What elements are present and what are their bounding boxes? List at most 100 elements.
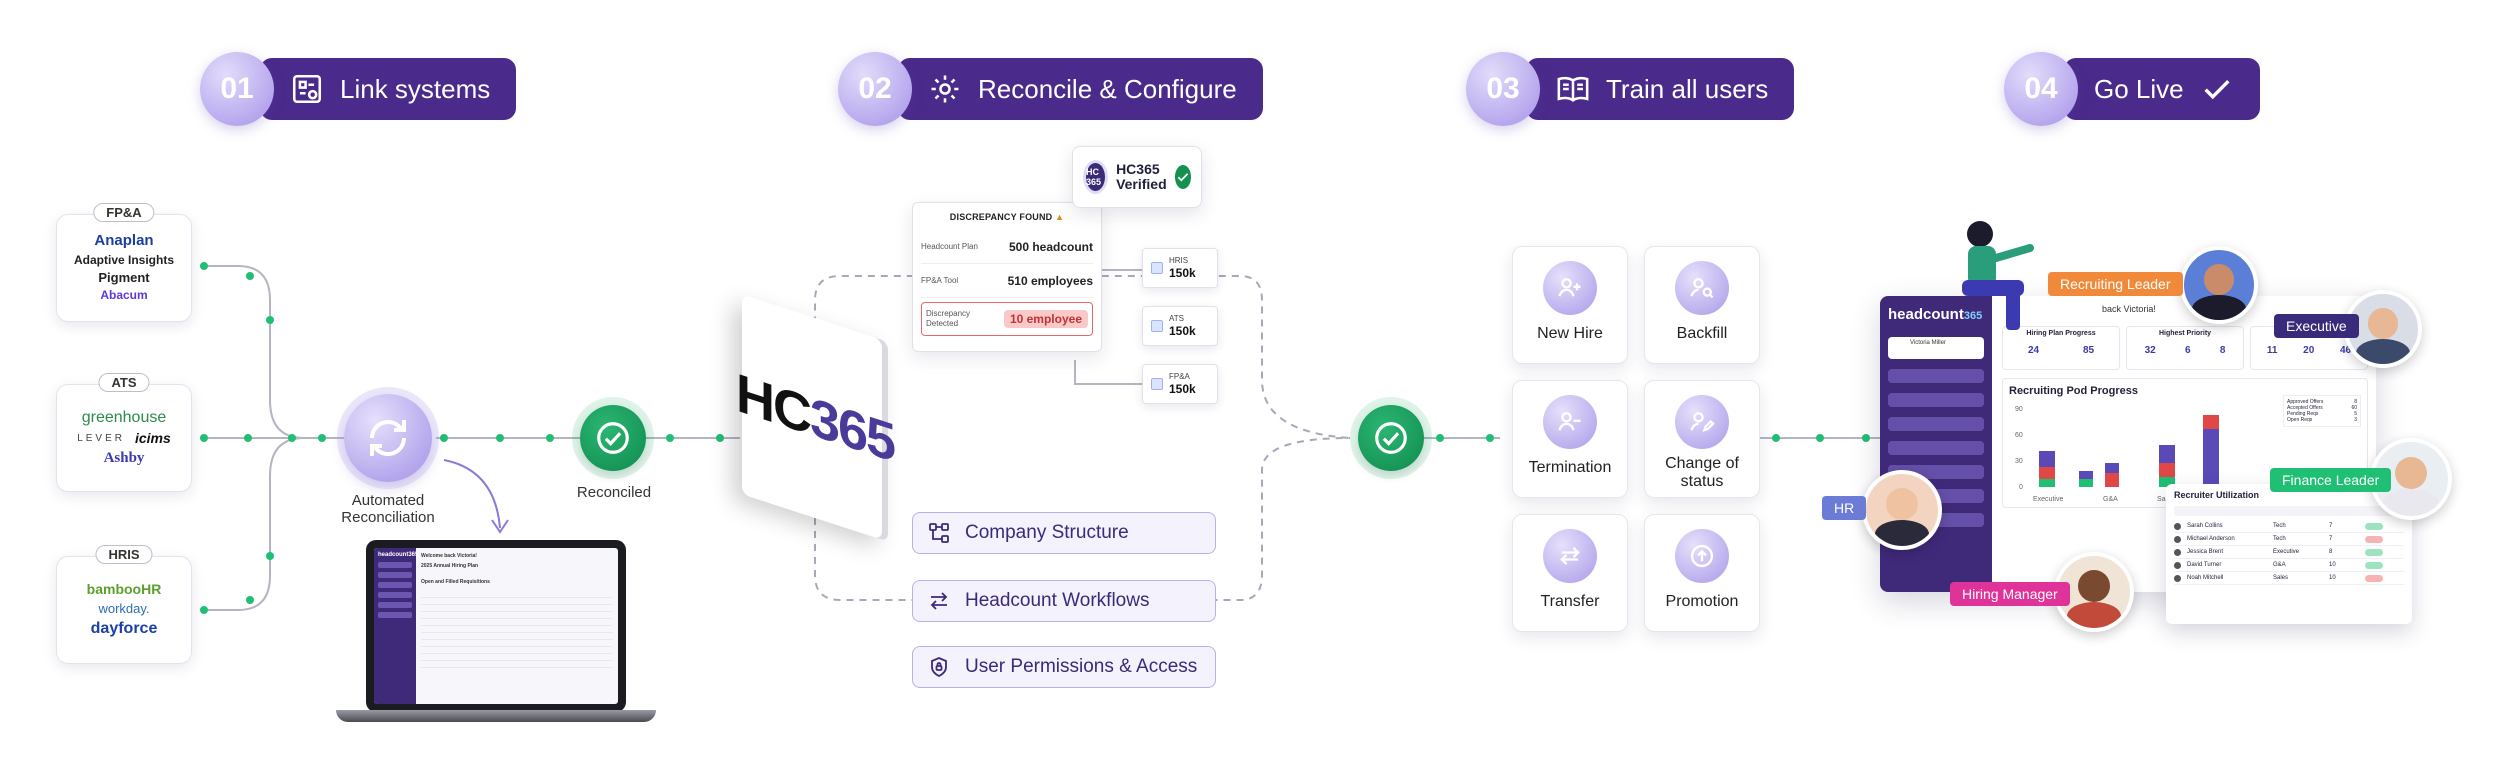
tile-new-hire[interactable]: New Hire	[1512, 246, 1628, 364]
add-user-icon	[1558, 278, 1581, 297]
step-label: Train all users	[1526, 58, 1795, 120]
check-icon	[1174, 165, 1191, 189]
arrow-up-circle-icon	[1690, 544, 1714, 568]
role-finance-leader: Finance Leader	[2270, 468, 2392, 492]
x-tick: Executive	[2033, 496, 2063, 503]
feature-headcount-workflows: Headcount Workflows	[912, 580, 1216, 622]
laptop-main: Welcome back Victoria! 2025 Annual Hirin…	[416, 548, 618, 704]
reconciled-check	[580, 405, 646, 471]
role-hr: HR	[1822, 496, 1867, 520]
laptop-plan: 2025 Annual Hiring Plan	[421, 563, 479, 569]
step-1: 01 Link systems	[200, 52, 517, 126]
logo-row: LEVER icims	[77, 429, 171, 446]
disc-row: FP&A Tool 510 employees	[921, 264, 1093, 298]
sync-icon	[370, 420, 406, 456]
system-icon	[1151, 320, 1163, 332]
card-tag: FP&A	[93, 203, 155, 222]
adaptive-logo: Adaptive Insights	[73, 252, 174, 267]
chart-bars	[2039, 415, 2219, 487]
bamboohr-logo: bambooHR	[86, 581, 162, 598]
bar	[2159, 477, 2175, 487]
role-hiring-manager: Hiring Manager	[1950, 582, 2070, 606]
step-label: Link systems	[260, 58, 517, 120]
gear-icon	[931, 75, 959, 103]
laptop-base	[336, 710, 656, 722]
system-icon	[1151, 378, 1163, 390]
pod-progress-chart: Recruiting Pod Progress 90 60 30 0 Execu…	[2002, 378, 2368, 508]
train-check	[1358, 405, 1424, 471]
fpa-card: FP&A Anaplan Adaptive Insights Pigment A…	[56, 203, 192, 322]
card-tag: ATS	[98, 373, 150, 392]
disc-row: Headcount Plan 500 headcount	[921, 230, 1093, 264]
step-number: 04	[2004, 52, 2078, 126]
step-label: Reconcile & Configure	[898, 58, 1263, 120]
dashboard-welcome: back Victoria!	[2102, 304, 2156, 314]
abacum-logo: Abacum	[100, 288, 148, 303]
dashboard-user: Victoria Miller	[1888, 337, 1984, 359]
lever-logo: LEVER	[77, 433, 125, 445]
hc365-seal: HC 365	[1083, 160, 1109, 194]
laptop-screen: headcount365 Welcome back Victoria! 2025…	[366, 540, 626, 712]
bar	[2079, 479, 2093, 487]
icims-logo: icims	[134, 429, 171, 446]
greenhouse-logo: greenhouse	[81, 409, 167, 427]
avatar	[2180, 246, 2258, 324]
step-number: 03	[1466, 52, 1540, 126]
step-number: 01	[200, 52, 274, 126]
check-icon	[2204, 80, 2230, 100]
linked-systems-icon	[292, 74, 322, 104]
bar	[2203, 429, 2219, 487]
step-3: 03 Train all users	[1466, 52, 1795, 126]
check-circle-icon	[597, 422, 629, 454]
y-tick: 60	[2015, 432, 2023, 439]
step-label: Go Live	[2064, 58, 2260, 120]
check-circle-icon	[1375, 422, 1407, 454]
workday-logo: workday.	[98, 600, 150, 616]
discrepancy-panel: DISCREPANCY FOUND ▲ Headcount Plan 500 h…	[912, 202, 1102, 352]
tile-change-of-status[interactable]: Change of status	[1644, 380, 1760, 498]
feature-user-permissions: User Permissions & Access	[912, 646, 1216, 688]
swap-arrows-icon	[930, 592, 948, 610]
avatar	[1862, 470, 1942, 550]
bar	[2105, 473, 2119, 487]
bar	[2203, 415, 2219, 429]
anaplan-logo: Anaplan	[94, 232, 154, 250]
pigment-logo: Pigment	[98, 270, 150, 286]
feature-company-structure: Company Structure	[912, 512, 1216, 554]
tile-backfill[interactable]: Backfill	[1644, 246, 1760, 364]
y-tick: 90	[2015, 406, 2023, 413]
tile-promotion[interactable]: Promotion	[1644, 514, 1760, 632]
tile-transfer[interactable]: Transfer	[1512, 514, 1628, 632]
laptop-brand: headcount365	[378, 552, 419, 558]
verified-badge: HC 365 HC365 Verified	[1072, 146, 1202, 208]
transfer-arrows-icon	[1560, 547, 1580, 565]
card-tag: HRIS	[95, 545, 153, 564]
tile-termination[interactable]: Termination	[1512, 380, 1628, 498]
shield-lock-icon	[931, 657, 947, 678]
reconciled-caption: Reconciled	[576, 484, 652, 501]
sync-node	[344, 394, 432, 482]
step-4: 04 Go Live	[2004, 52, 2260, 126]
discrepancy-title: DISCREPANCY FOUND ▲	[949, 212, 1065, 222]
dashboard-brand: headcount365	[1888, 306, 1983, 323]
system-icon	[1151, 262, 1163, 274]
warning-icon: ▲	[1055, 212, 1065, 222]
ashby-logo: Ashby	[103, 450, 145, 467]
user-search-icon	[1690, 278, 1714, 299]
role-executive: Executive	[2274, 314, 2359, 338]
step-number: 02	[838, 52, 912, 126]
ats-card: ATS greenhouse LEVER icims Ashby	[56, 373, 192, 492]
remove-user-icon	[1558, 412, 1581, 431]
laptop-sidebar: headcount365	[374, 548, 419, 704]
bar	[2039, 479, 2055, 487]
verified-text: HC365 Verified	[1116, 160, 1167, 192]
org-chart-icon	[929, 523, 949, 543]
